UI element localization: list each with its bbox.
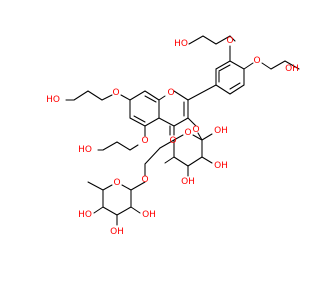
glycosidic-link-oxygen-label: O xyxy=(141,175,148,185)
glucose-hydroxyl-bottom-label: OH xyxy=(181,177,195,187)
rhamnose-hydroxyl-bottom-label: OH xyxy=(110,227,124,237)
c5-ether-oxygen-label: O xyxy=(141,136,148,146)
glucose-hydroxyl-right-label: OH xyxy=(214,126,228,136)
atom-labels: HO O O OH O O HO O HO O O O OH OH OH O O… xyxy=(46,36,299,237)
c7-ether-oxygen-label: O xyxy=(112,88,119,98)
c7-terminal-hydroxyl-label: HO xyxy=(46,95,60,105)
top-chain-ether-oxygen-label: O xyxy=(226,36,233,46)
bond-lines xyxy=(65,35,300,226)
top-chain-hydroxyl-label: HO xyxy=(174,39,188,49)
right-chain-hydroxyl-label: OH xyxy=(285,64,299,74)
right-chain-ether-oxygen-label: O xyxy=(253,56,260,66)
glucose-ring-oxygen-label: O xyxy=(184,128,191,138)
chemical-structure-diagram: HO O O OH O O HO O HO O O O OH OH OH O O… xyxy=(46,35,300,237)
glycoside-oxygen-label: O xyxy=(192,125,199,135)
c5-terminal-hydroxyl-label: HO xyxy=(78,145,92,155)
rhamnose-hydroxyl-left-label: HO xyxy=(78,210,92,220)
pyran-ring-oxygen-label: O xyxy=(167,88,174,98)
rhamnose-hydroxyl-right-label: OH xyxy=(142,210,156,220)
rhamnose-ring-oxygen-label: O xyxy=(113,178,120,188)
carbonyl-oxygen-label: O xyxy=(169,136,176,146)
glucose-hydroxyl-lower-right-label: OH xyxy=(214,161,228,171)
